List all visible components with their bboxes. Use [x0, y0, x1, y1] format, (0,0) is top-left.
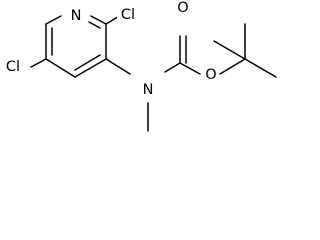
- bond-n-carbonyl: [164, 62, 181, 73]
- pyridine-ring: [45, 15, 107, 78]
- ester-oxygen-label: O: [205, 67, 216, 83]
- bond-tbutyl-methyl-left: [213, 40, 246, 60]
- bond-c3-n: [105, 58, 131, 75]
- bond-c6-n1: [45, 15, 62, 25]
- ring-chlorine-label: Cl: [121, 7, 135, 23]
- double-bond-c2-n1: [88, 21, 101, 29]
- bond-o-tbutyl: [219, 58, 246, 75]
- atom-labels: N Cl Cl N O O: [2, 0, 219, 99]
- ring-nitrogen-label: N: [71, 8, 82, 24]
- bond-c4-c5: [45, 58, 76, 78]
- bond-tbutyl-methyl-right: [244, 58, 277, 78]
- bond-carbonyl-o: [179, 62, 201, 75]
- chemical-structure-diagram: N Cl Cl N O O: [2, 0, 277, 132]
- carbonyl-oxygen-label: O: [177, 0, 188, 16]
- side-chlorine-label: Cl: [6, 59, 20, 75]
- bond-n1-c2: [90, 15, 107, 25]
- double-bond-c3-c4: [74, 54, 101, 71]
- substituent-bonds: [30, 14, 277, 132]
- amide-nitrogen-label: N: [143, 82, 154, 98]
- bond-c5-cl: [30, 58, 47, 68]
- bond-c3-c4: [74, 58, 107, 78]
